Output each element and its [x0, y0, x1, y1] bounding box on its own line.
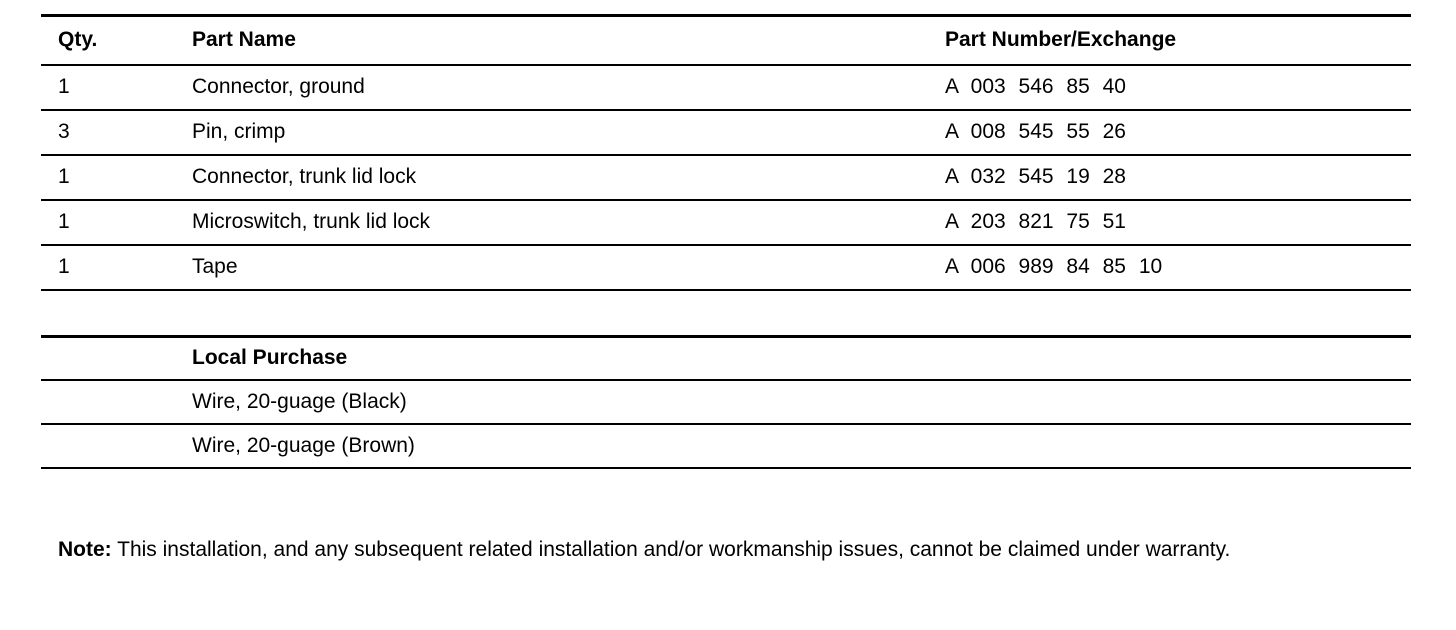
qty-cell: 1: [41, 199, 192, 246]
empty-cell: [41, 424, 192, 469]
part-name-cell: Connector, trunk lid lock: [192, 154, 945, 201]
qty-cell: 1: [41, 154, 192, 201]
col-header-qty: Qty.: [41, 15, 192, 66]
warranty-note-text: This installation, and any subsequent re…: [111, 538, 1231, 561]
part-name-cell: Wire, 20-guage (Brown): [192, 424, 945, 469]
col-header-part-number: Part Number/Exchange: [945, 15, 1411, 66]
tables-container: Qty. Part Name Part Number/Exchange 1 Co…: [41, 14, 1411, 469]
table-row: 1 Tape A 006 989 84 85 10: [41, 244, 1411, 291]
warranty-note-label: Note:: [58, 538, 112, 561]
part-name-cell: Tape: [192, 244, 945, 291]
table-row: 3 Pin, crimp A 008 545 55 26: [41, 109, 1411, 156]
part-name-cell: Microswitch, trunk lid lock: [192, 199, 945, 246]
part-number-cell: A 003 546 85 40: [945, 64, 1411, 111]
table-row: Wire, 20-guage (Brown): [41, 424, 1411, 469]
qty-cell: 1: [41, 64, 192, 111]
part-number-cell: A 032 545 19 28: [945, 154, 1411, 201]
col-header-part-name: Part Name: [192, 15, 945, 66]
local-purchase-header-row: Local Purchase: [41, 336, 1411, 381]
table-row: 1 Connector, ground A 003 546 85 40: [41, 64, 1411, 111]
empty-cell: [945, 336, 1411, 381]
part-name-cell: Connector, ground: [192, 64, 945, 111]
part-name-cell: Wire, 20-guage (Black): [192, 380, 945, 425]
part-number-cell: A 203 821 75 51: [945, 199, 1411, 246]
local-purchase-table: Local Purchase Wire, 20-guage (Black) Wi…: [41, 334, 1411, 469]
local-purchase-title: Local Purchase: [192, 336, 945, 381]
empty-cell: [41, 380, 192, 425]
part-name-cell: Pin, crimp: [192, 109, 945, 156]
table-row: 1 Microswitch, trunk lid lock A 203 821 …: [41, 199, 1411, 246]
empty-cell: [945, 424, 1411, 469]
warranty-note: Note: This installation, and any subsequ…: [58, 531, 1338, 568]
part-number-cell: A 008 545 55 26: [945, 109, 1411, 156]
qty-cell: 3: [41, 109, 192, 156]
empty-cell: [41, 336, 192, 381]
table-row: 1 Connector, trunk lid lock A 032 545 19…: [41, 154, 1411, 201]
part-number-cell: A 006 989 84 85 10: [945, 244, 1411, 291]
parts-table-header-row: Qty. Part Name Part Number/Exchange: [41, 15, 1411, 66]
parts-table: Qty. Part Name Part Number/Exchange 1 Co…: [41, 14, 1411, 291]
qty-cell: 1: [41, 244, 192, 291]
empty-cell: [945, 380, 1411, 425]
table-row: Wire, 20-guage (Black): [41, 380, 1411, 425]
